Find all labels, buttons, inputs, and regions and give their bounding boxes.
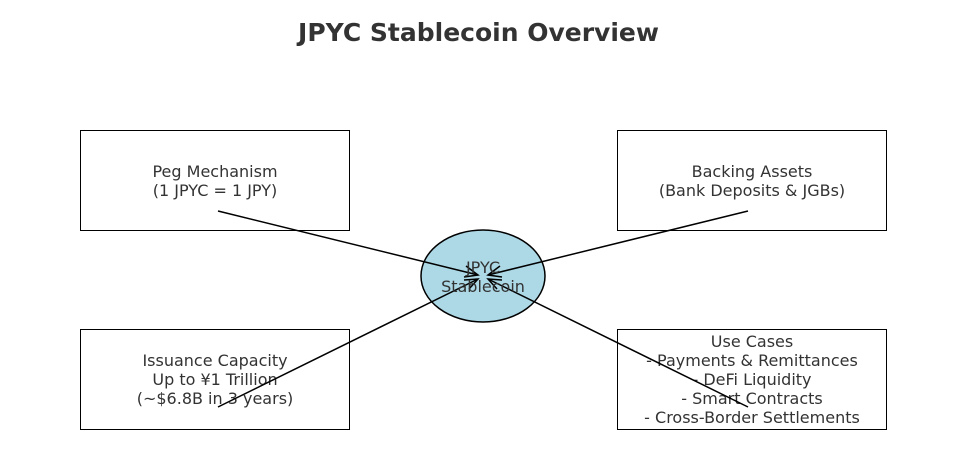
connector-backing: [487, 210, 749, 276]
use-cases-line: - Payments & Remittances: [646, 351, 858, 370]
peg-mechanism-box: Peg Mechanism (1 JPYC = 1 JPY): [80, 130, 350, 231]
issuance-capacity-line: Up to ¥1 Trillion: [152, 370, 278, 389]
arrowhead-use-cases: [486, 278, 503, 290]
peg-mechanism-line: (1 JPYC = 1 JPY): [152, 180, 278, 200]
use-cases-line: Use Cases: [710, 332, 794, 351]
center-node-ellipse: [420, 229, 546, 323]
center-node-line: Stablecoin: [441, 277, 525, 296]
backing-assets-box: Backing Assets (Bank Deposits & JGBs): [617, 130, 887, 231]
connector-issuance: [217, 278, 479, 408]
diagram-title: JPYC Stablecoin Overview: [298, 18, 659, 47]
backing-assets-line: Backing Assets: [691, 161, 813, 181]
connector-peg: [217, 210, 479, 276]
center-node-label: JPYC Stablecoin: [420, 258, 546, 296]
use-cases-line: - Smart Contracts: [681, 389, 823, 408]
arrowhead-issuance: [463, 278, 480, 290]
use-cases-line: - Cross-Border Settlements: [644, 408, 860, 427]
issuance-capacity-line: Issuance Capacity: [142, 351, 288, 370]
arrowhead-peg: [463, 265, 480, 278]
backing-assets-line: (Bank Deposits & JGBs): [658, 180, 846, 200]
use-cases-line: - DeFi Liquidity: [692, 370, 812, 389]
peg-mechanism-line: Peg Mechanism: [152, 161, 278, 181]
issuance-capacity-line: (~$6.8B in 3 years): [136, 389, 294, 408]
center-node-line: JPYC: [465, 258, 501, 277]
connector-use-cases: [487, 278, 749, 408]
use-cases-box: Use Cases - Payments & Remittances - DeF…: [617, 329, 887, 430]
arrowhead-backing: [486, 265, 503, 278]
issuance-capacity-box: Issuance Capacity Up to ¥1 Trillion (~$6…: [80, 329, 350, 430]
